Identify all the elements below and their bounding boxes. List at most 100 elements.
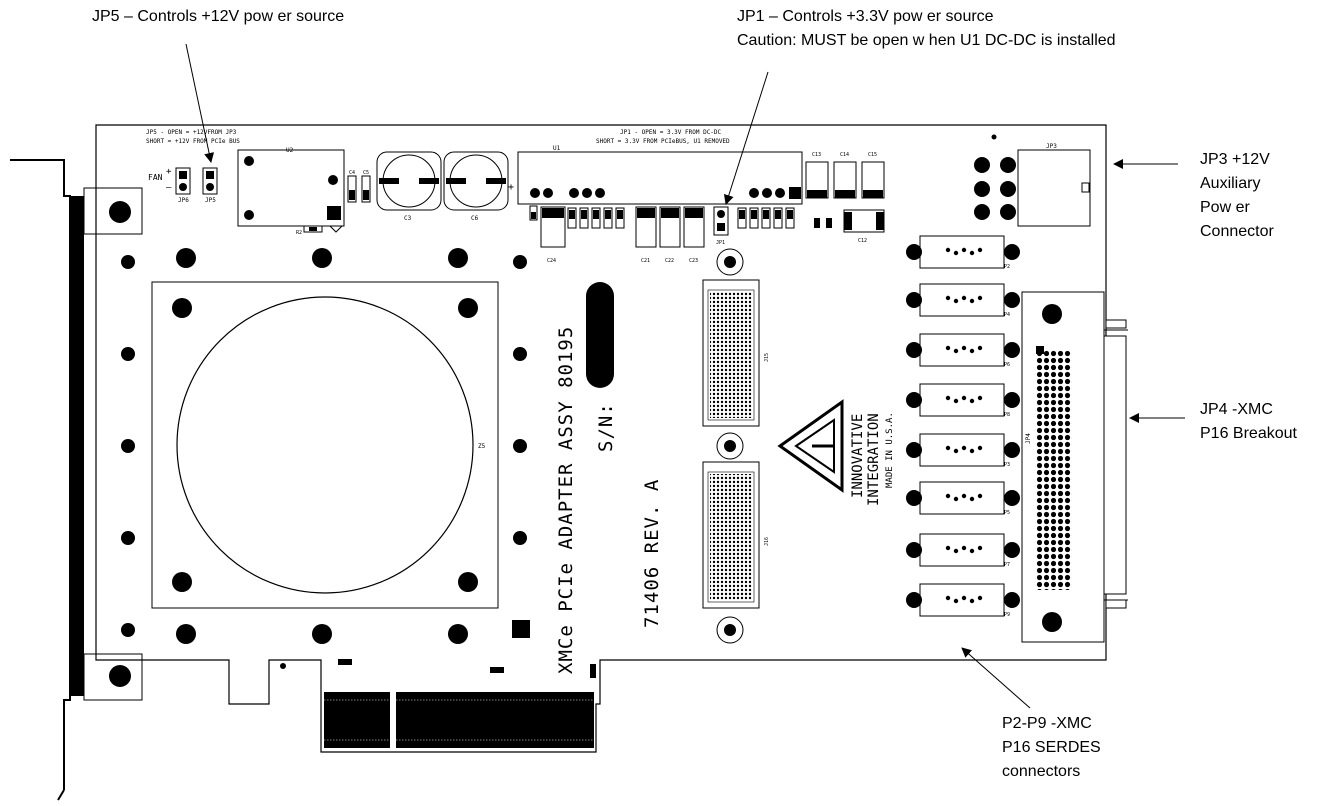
jp5-arrow [185, 43, 215, 163]
u2-silk-label: U2 [286, 147, 294, 154]
r2-silk-label: R2 [296, 230, 302, 236]
jp1-jumper [713, 206, 729, 236]
serdes-connector-p4 [906, 283, 1020, 317]
c24-silk-label: C24 [547, 258, 556, 264]
jp6-silk-label: JP6 [178, 197, 189, 204]
u1-silk-label: U1 [553, 145, 561, 152]
fan-minus-sign: – [166, 183, 172, 193]
jp1-callout-line2: Caution: MUST be open w hen U1 DC-DC is … [737, 32, 1116, 49]
jp3-pin1-marker [991, 134, 997, 140]
p3-silk-label: P3 [1004, 462, 1010, 468]
c4-silk-label: C4 [349, 170, 355, 176]
j16-silk-label: J16 [764, 537, 770, 546]
jp3-callout-line3: Pow er [1200, 199, 1250, 216]
serdes-connector-p6 [906, 333, 1020, 367]
fan-label: FAN [148, 173, 163, 182]
p2p9-callout: P2-P9 -XMC P16 SERDES connectors [1002, 712, 1101, 784]
jp3-callout-line4: Connector [1200, 223, 1274, 240]
j15-connector [702, 248, 760, 460]
innovative-integration-logo [777, 399, 844, 493]
c13-silk-label: C13 [812, 152, 821, 158]
smd-cap-row-right [737, 207, 832, 229]
jp4-breakout-connector [1021, 291, 1128, 643]
serdes-connector-p3 [906, 433, 1020, 467]
fan-plus-sign: + [166, 167, 172, 177]
serdes-connector-p5 [906, 481, 1020, 515]
jp5-callout: JP5 – Controls +12V pow er source [92, 5, 344, 29]
jp4-callout-line2: P16 Breakout [1200, 425, 1297, 442]
c21-silk-label: C21 [641, 258, 650, 264]
jp5-silk-note-1: JP5 - OPEN = +12VFROM JP3 [146, 129, 237, 136]
p2p9-callout-line3: connectors [1002, 763, 1081, 780]
jp3-callout: JP3 +12V Auxiliary Pow er Connector [1200, 148, 1274, 244]
p6-silk-label: P6 [1004, 362, 1010, 368]
fiducial-mark [280, 663, 286, 669]
c23-silk-label: C23 [689, 258, 698, 264]
jp4-callout-line1: JP4 -XMC [1200, 401, 1273, 418]
serdes-connector-p9 [906, 583, 1020, 617]
tantalum-caps [805, 161, 885, 233]
p9-silk-label: P9 [1004, 612, 1010, 618]
c3-electrolytic-capacitor [376, 151, 442, 211]
callout-arrows [185, 43, 1185, 709]
serdes-connector-p7 [906, 533, 1020, 567]
revision-silk-text: 71406 REV. A [641, 479, 663, 628]
z5-silk-label: Z5 [478, 443, 486, 450]
u1-dcdc-footprint [517, 151, 803, 205]
p2-silk-label: P2 [1004, 264, 1010, 270]
pcie-edge-connector [324, 692, 594, 748]
j15-silk-label: J15 [764, 353, 770, 362]
p2p9-callout-line1: P2-P9 -XMC [1002, 715, 1092, 732]
r2-resistor [303, 225, 323, 233]
brand-line-3: MADE IN U.S.A. [885, 412, 895, 488]
p8-silk-label: P8 [1004, 412, 1010, 418]
c12-silk-label: C12 [858, 238, 867, 244]
c15-silk-label: C15 [868, 152, 877, 158]
c6-electrolytic-capacitor [443, 151, 509, 211]
serdes-connector-stack [906, 235, 1020, 617]
jp5-header [202, 167, 218, 195]
j16-connector [702, 461, 760, 644]
mounting-holes [121, 248, 527, 644]
serial-number-sticker [586, 282, 614, 388]
jp4-silk-label: JP4 [1025, 433, 1032, 444]
bracket-tab-bottom [83, 653, 143, 701]
z5-heatsink [151, 281, 499, 609]
assy-silk-text: XMCe PCIe ADAPTER ASSY 80195 [555, 326, 577, 674]
mount-hole-bottom [109, 665, 131, 687]
serdes-connector-p8 [906, 383, 1020, 417]
jp1-silk-note-2: SHORT = 3.3V FROM PCIeBUS, U1 REMOVED [596, 138, 730, 145]
jp1-silk-note-1: JP1 - OPEN = 3.3V FROM DC-DC [620, 129, 722, 136]
u2-regulator [237, 149, 345, 233]
c6-plus-sign: + [508, 182, 514, 193]
jp1-callout: JP1 – Controls +3.3V pow er source Cauti… [737, 5, 1116, 53]
jp3-callout-line1: JP3 +12V [1200, 151, 1270, 168]
jp5-silk-note-2: SHORT = +12V FROM PCIe BUS [146, 138, 240, 145]
jp5-silk-label: JP5 [205, 197, 216, 204]
jp4-callout: JP4 -XMC P16 Breakout [1200, 398, 1297, 446]
c5-silk-label: C5 [363, 170, 369, 176]
jp1-callout-line1: JP1 – Controls +3.3V pow er source [737, 8, 994, 25]
brand-line-2: INTEGRATION [866, 413, 882, 506]
jp1-silk-label: JP1 [716, 240, 725, 246]
p5-silk-label: P5 [1004, 510, 1010, 516]
smd-cap-row [529, 205, 705, 248]
c14-silk-label: C14 [840, 152, 849, 158]
jp1-arrow [723, 71, 769, 205]
jp6-header [175, 167, 191, 195]
jp3-power-connector [974, 149, 1091, 227]
p7-silk-label: P7 [1004, 562, 1010, 568]
jp5-callout-line1: JP5 – Controls +12V pow er source [92, 8, 345, 25]
mount-hole-top [109, 201, 131, 223]
c22-silk-label: C22 [665, 258, 674, 264]
bracket-tab-top [83, 187, 143, 235]
c6-silk-label: C6 [471, 215, 479, 222]
brand-line-1: INNOVATIVE [850, 414, 866, 498]
jp3-callout-line2: Auxiliary [1200, 175, 1261, 192]
p4-silk-label: P4 [1004, 312, 1010, 318]
bottom-resistors [338, 659, 596, 678]
p2p9-arrow [961, 647, 1031, 709]
c3-silk-label: C3 [404, 215, 412, 222]
serdes-connector-p2 [906, 235, 1020, 269]
